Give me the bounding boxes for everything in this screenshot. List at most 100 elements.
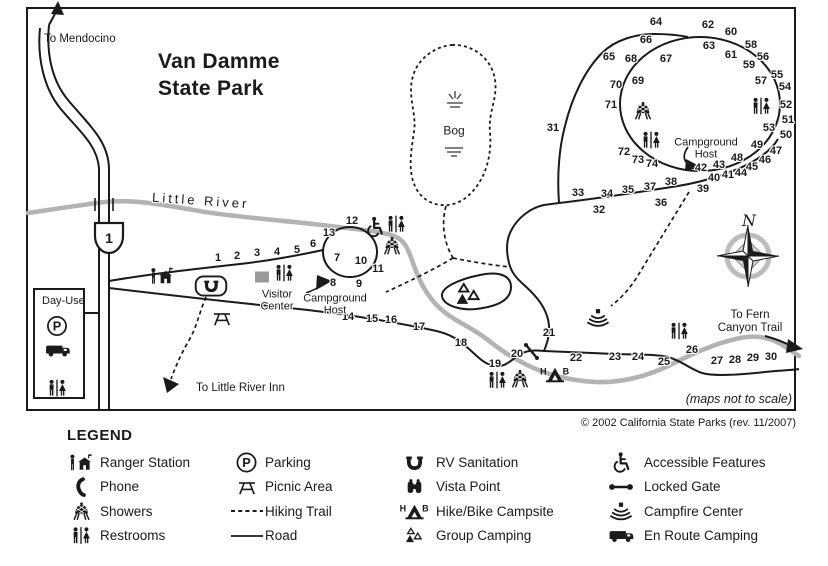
svg-text:H: H — [399, 504, 406, 514]
restrooms-icon — [62, 527, 100, 545]
bog-label: Bog — [443, 123, 465, 138]
day-use-area-outline — [33, 288, 85, 399]
legend-item-phone: Phone — [62, 475, 190, 500]
campsite-number: 4 — [273, 246, 281, 258]
campsite-number: 10 — [354, 255, 368, 267]
legend-item-label: Vista Point — [436, 479, 501, 495]
campsite-number: 64 — [649, 16, 663, 28]
campsite-number: 73 — [631, 154, 645, 166]
legend-column-1: Ranger Station Phone Showers Restrooms — [62, 450, 190, 548]
picnic-area-icon — [228, 479, 265, 495]
legend-item-label: Hiking Trail — [265, 503, 332, 519]
campsite-number: 30 — [764, 351, 778, 363]
ranger-station-icon — [62, 453, 100, 472]
campsite-number: 34 — [600, 188, 614, 200]
campsite-number: 24 — [631, 351, 645, 363]
svg-text:P: P — [53, 319, 62, 333]
hike-bike-campsite-icon: H B — [392, 502, 436, 520]
accessible-features-icon — [366, 216, 385, 238]
copyright-text: © 2002 California State Parks (rev. 11/2… — [581, 417, 796, 429]
campsite-number: 59 — [742, 59, 756, 71]
svg-text:B: B — [422, 504, 429, 514]
campsite-number: 25 — [657, 356, 671, 368]
legend-item-picnic-area: Picnic Area — [228, 475, 333, 500]
legend-item-label: Locked Gate — [644, 479, 721, 495]
group-camping-icon — [455, 282, 483, 308]
rv-sanitation-icon — [392, 454, 436, 471]
legend-item-label: Group Camping — [436, 528, 532, 544]
campsite-number: 67 — [659, 53, 673, 65]
legend-item-label: Phone — [100, 479, 140, 495]
bridge-marks — [94, 197, 114, 212]
campsite-number: 45 — [745, 161, 759, 173]
host-arrow-upper — [683, 146, 701, 171]
legend-item-label: Campfire Center — [644, 503, 744, 519]
legend-item-group-camping: Group Camping — [392, 524, 554, 549]
to-fern-canyon-trail-label: To Fern Canyon Trail — [717, 309, 783, 334]
campsite-number: 5 — [293, 244, 301, 256]
campsite-number: 17 — [412, 321, 426, 333]
hike-bike-campsite-icon: H B — [540, 365, 571, 383]
campsite-number: 44 — [734, 167, 748, 179]
legend-item-en-route-camping: En Route Camping — [598, 524, 766, 549]
campsite-number: 13 — [322, 227, 336, 239]
legend-item-locked-gate: Locked Gate — [598, 475, 766, 500]
campsite-number: 72 — [617, 146, 631, 158]
campsite-number: 43 — [712, 159, 726, 171]
campsite-number: 71 — [604, 99, 618, 111]
campsite-number: 62 — [701, 19, 715, 31]
to-little-river-inn-label: To Little River Inn — [196, 382, 285, 394]
campsite-number: 60 — [724, 26, 738, 38]
legend-item-restrooms: Restrooms — [62, 524, 190, 549]
campsite-number: 23 — [608, 351, 622, 363]
locked-gate-icon — [598, 482, 644, 492]
legend-item-label: Road — [265, 528, 298, 544]
campsite-number: 48 — [730, 152, 744, 164]
campground-host-label: Campground Host — [674, 136, 738, 161]
map-border — [26, 7, 796, 411]
campsite-number: 33 — [571, 187, 585, 199]
campsite-number: 54 — [778, 81, 792, 93]
campsite-number: 32 — [592, 204, 606, 216]
picnic-area-icon — [211, 310, 233, 326]
little-river-water — [25, 198, 802, 385]
hiking-trails — [170, 191, 690, 380]
group-camping-icon — [392, 526, 436, 545]
hiking-trail-icon — [228, 507, 265, 515]
campsite-number: 7 — [333, 252, 341, 264]
campsite-number: 37 — [643, 181, 657, 193]
campsite-number: 20 — [510, 348, 524, 360]
campsite-number: 21 — [542, 327, 556, 339]
campsite-number: 6 — [309, 238, 317, 250]
legend-item-label: En Route Camping — [644, 528, 759, 544]
campfire-center-icon — [598, 502, 644, 521]
campsite-number: 53 — [762, 122, 776, 134]
campsite-number: 1 — [214, 252, 222, 264]
campsite-number: 66 — [639, 34, 653, 46]
restrooms-icon — [47, 379, 67, 397]
campfire-center-icon — [586, 309, 610, 328]
park-roads — [84, 32, 800, 376]
legend-item-label: Ranger Station — [100, 454, 191, 470]
bog-outline — [409, 44, 497, 207]
marsh-icon — [445, 91, 463, 157]
day-use-label: Day-Use — [42, 295, 85, 307]
legend-item-hiking-trail: Hiking Trail — [228, 499, 333, 524]
accessible-features-icon — [598, 452, 644, 473]
fern-arrow — [764, 335, 803, 353]
campsite-number: 46 — [758, 154, 772, 166]
campsite-number: 15 — [365, 313, 379, 325]
parking-icon: P — [228, 452, 265, 473]
campsite-number: 22 — [569, 352, 583, 364]
campsite-number: 49 — [750, 139, 764, 151]
campsite-number: 68 — [624, 53, 638, 65]
mendocino-arrowhead — [51, 1, 64, 15]
campsite-number: 61 — [724, 49, 738, 61]
campsite-number: 74 — [645, 158, 659, 170]
showers-icon — [511, 369, 530, 389]
campsite-number: 18 — [454, 337, 468, 349]
campsite-number: 12 — [345, 215, 359, 227]
campsite-number: 70 — [609, 79, 623, 91]
legend-item-label: Hike/Bike Campsite — [436, 503, 554, 519]
campsite-number: 14 — [341, 311, 355, 323]
